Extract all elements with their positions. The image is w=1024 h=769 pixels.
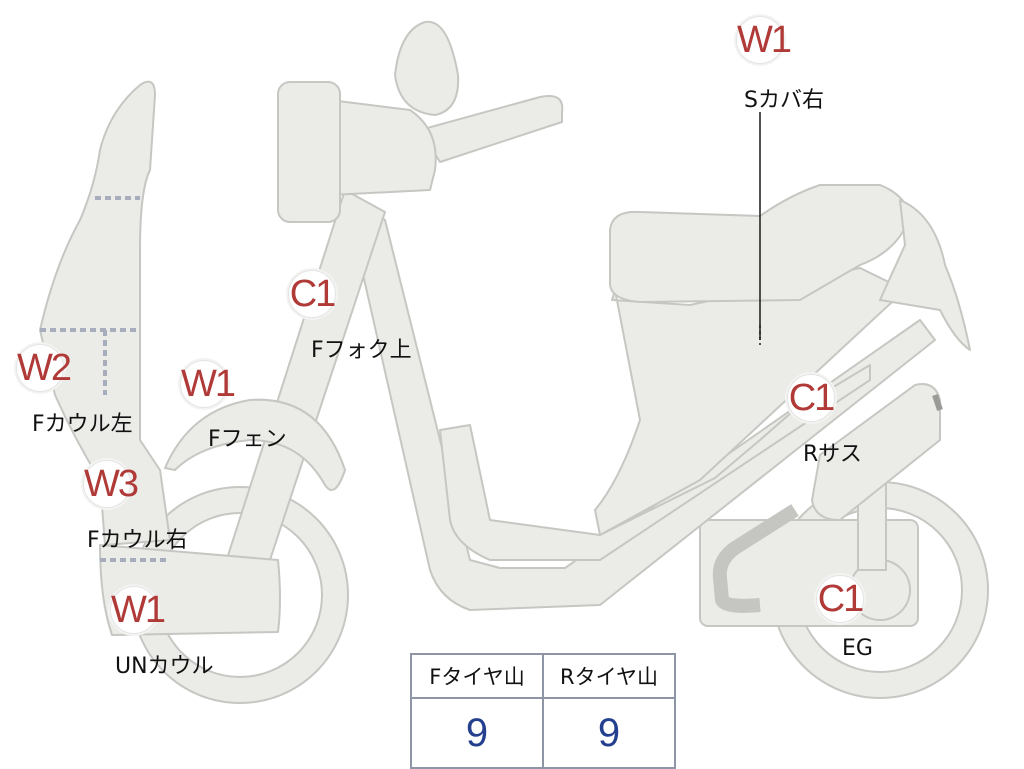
exhaust-pipe [712,504,799,613]
rear-shock-cover [811,383,941,521]
table-header-row: Fタイヤ山 Rタイヤ山 [410,653,676,699]
header-rear-tire: Rタイヤ山 [542,653,676,699]
headlight [277,81,341,223]
label-under-cowl: UNカウル [115,654,214,679]
tail-cover [879,199,971,351]
marker-engine: C1 [816,575,864,623]
floor-board [439,364,871,561]
label-r-suspension: Rサス [803,442,862,467]
marker-f-cowl-left: W2 [16,344,72,392]
label-f-cowl-left: Fカウル左 [32,412,133,437]
marker-f-fork-upper: C1 [288,270,336,318]
headset [329,99,437,196]
header-front-tire: Fタイヤ山 [410,653,544,699]
marker-f-cowl-right: W3 [83,460,139,508]
value-front-tire: 9 [410,697,544,769]
marker-f-fender: W1 [180,360,236,408]
label-f-cowl-right: Fカウル右 [87,528,188,553]
label-engine: EG [842,636,873,661]
table-row: 9 9 [410,697,676,769]
marker-under-cowl: W1 [110,586,166,634]
tire-tread-table: Fタイヤ山 Rタイヤ山 9 9 [410,653,676,769]
mirror [394,20,460,116]
front-fender [164,398,346,491]
marker-s-cover-right: W1 [736,16,792,64]
value-rear-tire: 9 [542,697,676,769]
marker-r-suspension: C1 [787,374,835,422]
label-s-cover-right: Sカバ右 [744,88,824,113]
handlebar [419,95,564,163]
cowl-split-lines [40,196,168,562]
label-f-fork-upper: Fフォク上 [311,338,412,363]
label-f-fender: Fフェン [208,427,287,452]
